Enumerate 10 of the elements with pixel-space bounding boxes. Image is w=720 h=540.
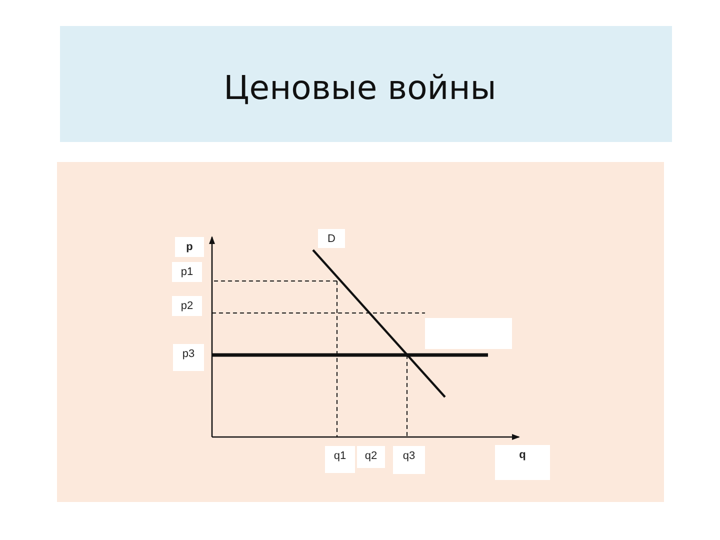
tick-label: q1 [325,446,355,473]
tick-label: q2 [357,446,385,468]
tick-label: p3 [173,344,204,371]
slide-title: Ценовые войны [222,68,498,107]
tick-label: p1 [172,262,202,282]
axis-label: p [175,237,204,257]
tick-label: p2 [172,296,202,316]
axis-label: q [495,445,550,480]
tick-label: q3 [393,446,425,474]
curve-label: D [318,229,345,248]
